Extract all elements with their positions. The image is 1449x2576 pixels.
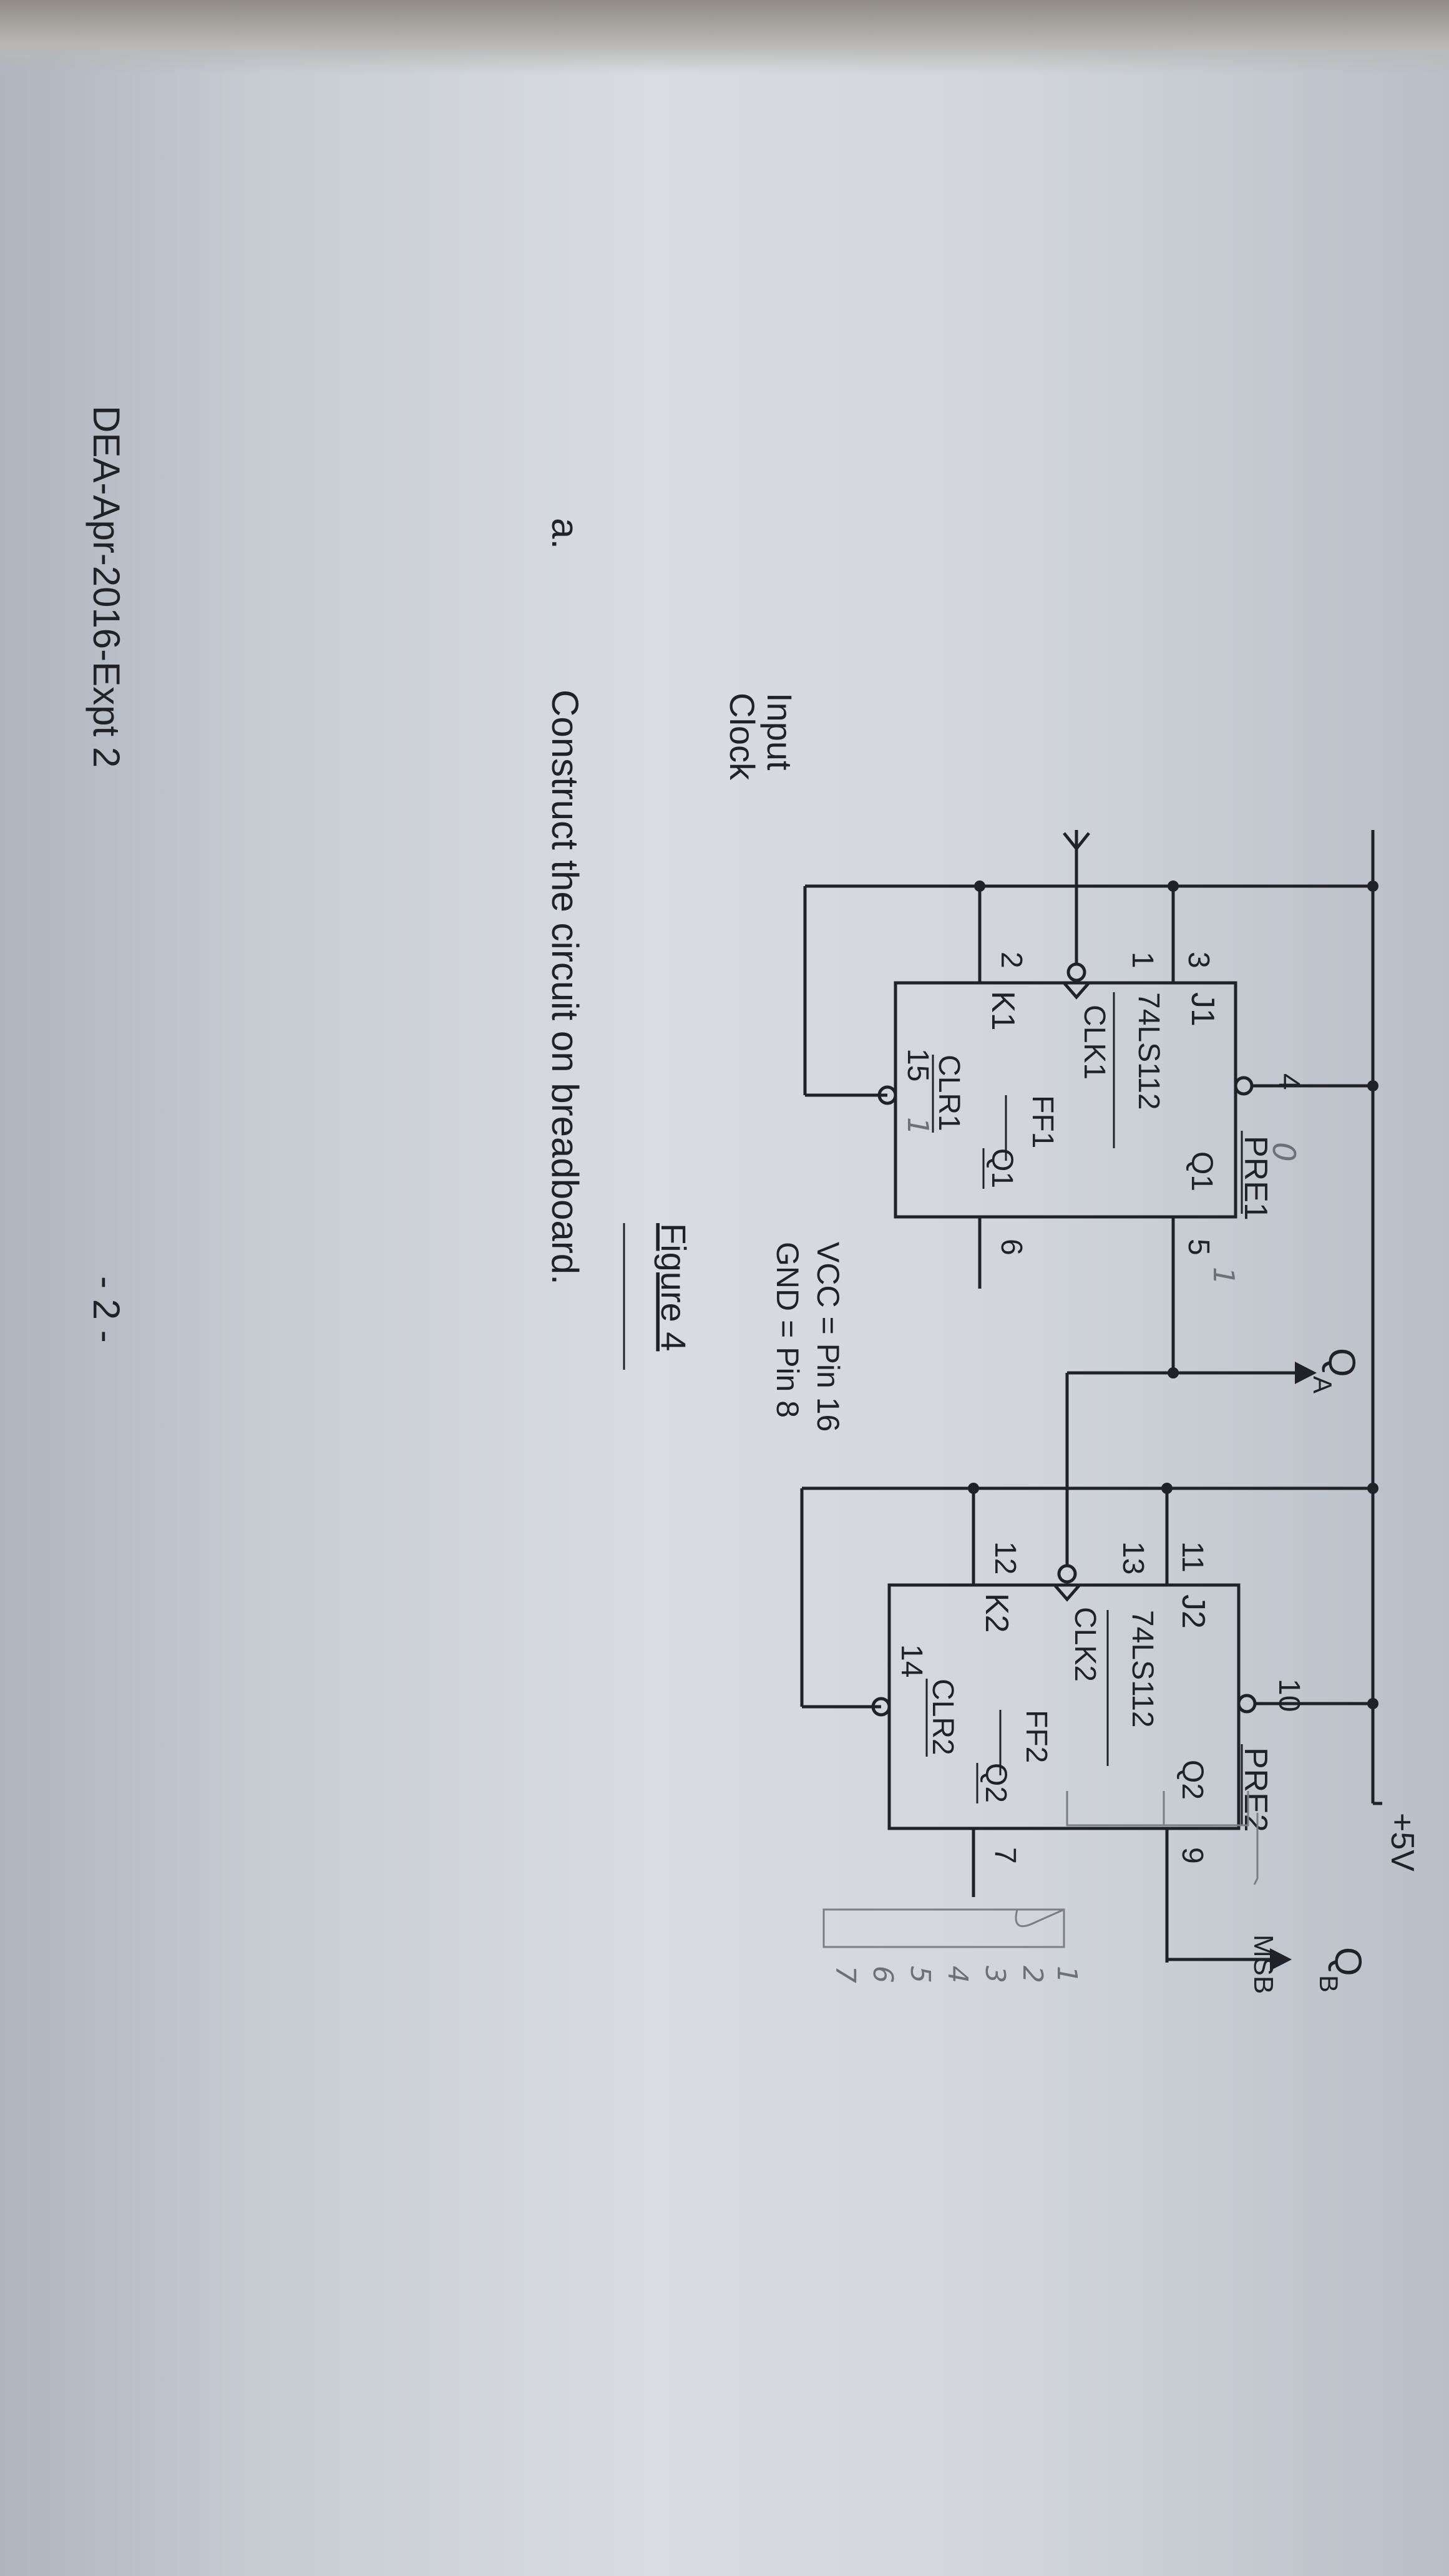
ff2-pin-j: 11 [1176, 1541, 1209, 1573]
hand-sketch: 1 2 3 4 5 6 7 [822, 1791, 1259, 1983]
annotation-clr1: 1 [901, 1117, 935, 1135]
ff1-clk-triangle [1063, 982, 1090, 1000]
sketch-number-1: 1 [1051, 1966, 1083, 1983]
qa-arrow [1295, 1362, 1317, 1384]
ff1-pin-qbar: 6 [995, 1239, 1028, 1256]
annotation-q1: 1 [1207, 1267, 1241, 1285]
ff2-pin-qbar: 7 [988, 1847, 1022, 1864]
ff2-k-label: K2 [978, 1593, 1015, 1633]
ff1-pin-clk: 1 [1126, 952, 1159, 968]
ff1-name-label: FF1 [1026, 1095, 1059, 1148]
ff1-qbar-label: Q1 [985, 1148, 1018, 1188]
qb-arrow [1270, 1948, 1292, 1971]
ff1-clr-bubble [877, 1085, 897, 1105]
sketch-number-4: 4 [942, 1966, 973, 1983]
ff2-clk-label: CLK2 [1068, 1607, 1101, 1682]
ff1-clk-label: CLK1 [1078, 1005, 1111, 1080]
table-shadow [0, 0, 1449, 75]
ff1-pin-clr: 15 [901, 1048, 934, 1081]
ff1-j-label: J1 [1184, 992, 1221, 1027]
ff2-chip-label: 74LS112 [1126, 1610, 1159, 1728]
supply-label: +5V [1384, 1813, 1420, 1871]
ff1-pin-j: 3 [1182, 952, 1215, 968]
sketch-number-6: 6 [867, 1966, 899, 1983]
ff2-pin-clr: 14 [895, 1644, 928, 1677]
ff1-clr-label: CLR1 [932, 1055, 965, 1131]
ff1-labels: PRE1 J1 74LS112 CLK1 FF1 K1 CLR1 Q1 Q1 4… [901, 952, 1305, 1285]
ff2-j-label: J2 [1175, 1594, 1211, 1629]
ff1-pin-pre: 4 [1272, 1073, 1305, 1090]
sketch-number-2: 2 [1017, 1966, 1048, 1983]
sketch-number-5: 5 [904, 1966, 936, 1983]
input-clock-label-1: Input [760, 693, 799, 771]
ff2-block [800, 1483, 1378, 1971]
ff2-pre-bubble [1237, 1694, 1257, 1714]
qb-subscript: B [1314, 1975, 1344, 1993]
msb-label: MSB [1248, 1934, 1279, 1994]
ff1-pre-label: PRE1 [1237, 1136, 1274, 1221]
ff1-chip-label: 74LS112 [1132, 992, 1165, 1110]
ff1-pre-bubble [1234, 1076, 1254, 1096]
ff2-name-label: FF2 [1020, 1710, 1053, 1763]
ff2-labels: PRE2 J2 74LS112 CLK2 FF2 K2 CLR2 Q2 Q2 1… [895, 1541, 1305, 1864]
input-clock-label-2: Clock [723, 693, 762, 781]
qa-label: Q [1321, 1348, 1363, 1377]
ff1-clk-bubble [1066, 962, 1086, 982]
gnd-note: GND = Pin 8 [770, 1242, 805, 1418]
ff1-q-label: Q1 [1185, 1151, 1218, 1191]
footer-doc-id: DEA-Apr-2016-Expt 2 [85, 406, 127, 768]
input-clock-arrow [1063, 832, 1090, 852]
ff1-pin-k: 2 [995, 952, 1028, 968]
ff1-k-label: K1 [985, 991, 1021, 1031]
ff2-pin-clk: 13 [1116, 1541, 1149, 1574]
ff2-pin-q: 9 [1176, 1847, 1209, 1864]
ff2-clr-bubble [871, 1697, 891, 1717]
ff1-pin-q: 5 [1182, 1239, 1215, 1256]
instruction-label: a. [544, 518, 586, 549]
input-clock: Input Clock [723, 693, 799, 781]
instruction-text: Construct the circuit on breadboard. [544, 690, 586, 1285]
qa-output [1065, 1217, 1317, 1526]
annotation-pre1: 0 [1266, 1142, 1302, 1162]
ff2-clk-triangle [1053, 1584, 1081, 1602]
ff2-q-label: Q2 [1176, 1760, 1209, 1800]
ff2-clr-label: CLR2 [926, 1679, 959, 1755]
figure-caption: Figure 4 [654, 1223, 693, 1351]
ff1-block [803, 830, 1378, 1373]
ff2-pre-label: PRE2 [1237, 1747, 1274, 1832]
ff2-pin-pre: 10 [1272, 1679, 1305, 1712]
ff2-qbar-label: Q2 [979, 1763, 1012, 1803]
qb-label: Q [1327, 1947, 1369, 1976]
ff2-clk-bubble [1057, 1564, 1077, 1584]
qa-subscript: A [1308, 1376, 1337, 1393]
vcc-note: VCC = Pin 16 [811, 1242, 846, 1432]
ff2-pin-k: 12 [988, 1541, 1022, 1574]
footer-page-number: - 2 - [85, 1276, 127, 1343]
sketch-number-7: 7 [829, 1966, 861, 1983]
sketch-number-3: 3 [979, 1966, 1011, 1983]
power-rail [1371, 830, 1382, 1805]
